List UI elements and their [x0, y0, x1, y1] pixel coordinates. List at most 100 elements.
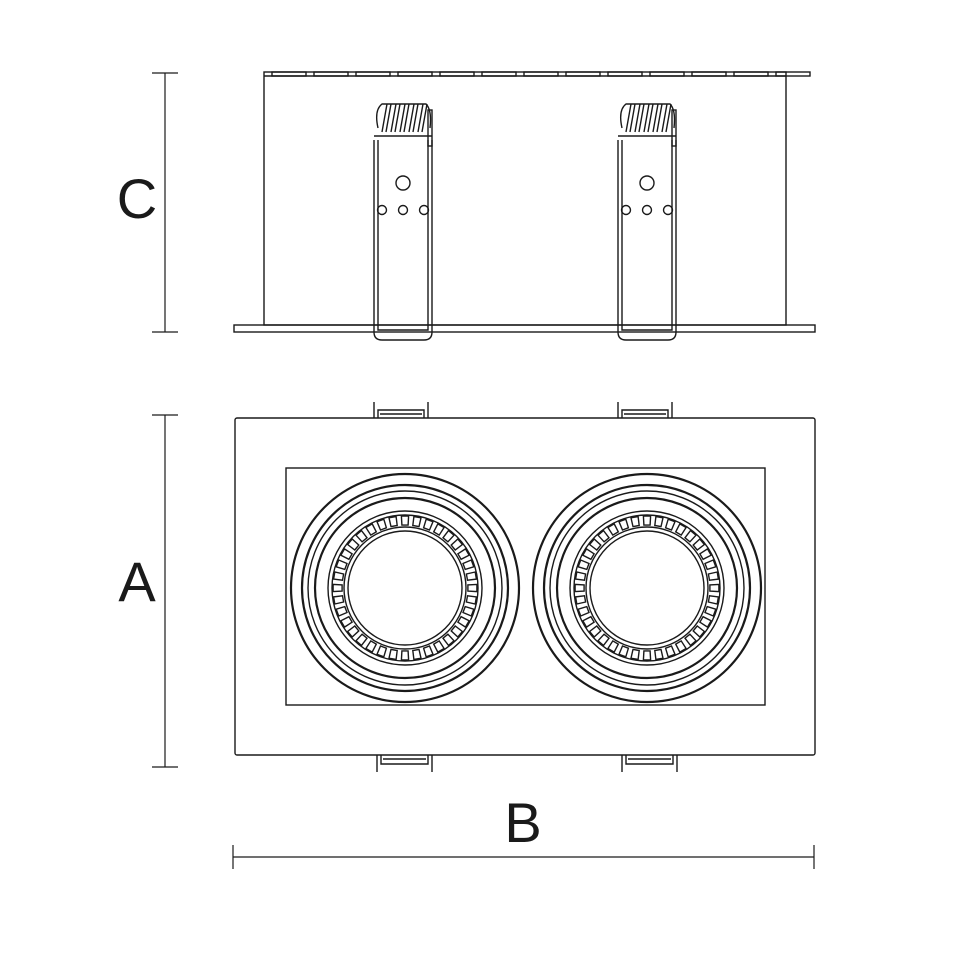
- heatsink-fin: [692, 537, 706, 551]
- top-seam: [313, 71, 349, 77]
- top-seam: [523, 71, 559, 77]
- heatsink-fin: [664, 645, 676, 658]
- ring: [300, 483, 510, 693]
- top-seam: [775, 71, 811, 77]
- heatsink-fin: [467, 583, 478, 593]
- heatsink-fin: [654, 648, 664, 661]
- heatsink-fin: [606, 522, 620, 537]
- heatsink-fin: [664, 518, 676, 531]
- rivet: [641, 204, 653, 216]
- spring-clip: [373, 402, 429, 418]
- ring: [569, 510, 725, 666]
- ring: [555, 496, 739, 680]
- heatsink-fin: [442, 633, 456, 647]
- heatsink-fin: [456, 547, 471, 561]
- top-seam: [649, 71, 685, 77]
- heatsink-fin: [707, 571, 720, 581]
- ring: [549, 490, 745, 686]
- screw-hole: [639, 175, 655, 191]
- ring: [313, 496, 497, 680]
- top-seam: [271, 71, 307, 77]
- rivet: [397, 204, 409, 216]
- top-seam: [607, 71, 643, 77]
- heatsink-fin: [388, 648, 398, 661]
- heatsink-fin: [618, 518, 630, 531]
- heatsink-fin: [642, 650, 652, 661]
- heatsink-fin: [450, 537, 464, 551]
- top-seam: [565, 71, 601, 77]
- heatsink-fin: [581, 615, 596, 629]
- heatsink-fin: [674, 522, 688, 537]
- heatsink-fin: [606, 639, 620, 654]
- ring: [343, 526, 467, 650]
- outer-frame: [234, 417, 816, 756]
- heatsink-fin: [400, 515, 410, 526]
- heatsink-fin: [618, 645, 630, 658]
- heatsink-fin: [574, 571, 587, 581]
- ring: [589, 530, 705, 646]
- ring: [307, 490, 503, 686]
- heatsink-fin: [462, 605, 475, 617]
- heatsink-fin: [442, 529, 456, 543]
- heatsink-fin: [596, 529, 610, 543]
- heatsink-fin: [574, 583, 585, 593]
- heatsink-fin: [332, 595, 345, 605]
- heatsink-fin: [674, 639, 688, 654]
- heatsink-fin: [630, 648, 640, 661]
- heatsink-fin: [577, 559, 590, 571]
- heatsink-fin: [376, 645, 388, 658]
- ring: [327, 510, 483, 666]
- heatsink-fin: [698, 615, 713, 629]
- heatsink-fin: [332, 571, 345, 581]
- ring: [347, 530, 463, 646]
- heatsink-fin: [704, 559, 717, 571]
- spotlight-ring: [289, 472, 521, 704]
- heatsink-fin: [346, 537, 360, 551]
- rivet: [376, 204, 388, 216]
- top-seam: [481, 71, 517, 77]
- top-seam: [439, 71, 475, 77]
- heatsink-fin: [654, 515, 664, 528]
- spring-clip: [621, 755, 678, 772]
- top-seam: [397, 71, 433, 77]
- inner-frame: [285, 467, 766, 706]
- heatsink-fin: [412, 515, 422, 528]
- heatsink-fin: [364, 522, 378, 537]
- rivet: [418, 204, 430, 216]
- dimension-b: B: [232, 791, 815, 869]
- ring: [585, 526, 709, 650]
- heatsink-fin: [364, 639, 378, 654]
- heatsink-fin: [376, 518, 388, 531]
- top-seam: [355, 71, 391, 77]
- heatsink-fin: [596, 633, 610, 647]
- dimension-label-a: A: [118, 550, 156, 613]
- ring: [573, 514, 721, 662]
- heatsink-fin: [456, 615, 471, 629]
- heatsink-fin: [335, 559, 348, 571]
- heatsink-fin: [465, 571, 478, 581]
- heatsink-fin: [709, 583, 720, 593]
- heatsink-fin: [630, 515, 640, 528]
- spring-bracket: [373, 103, 433, 341]
- housing-box: [263, 71, 787, 326]
- spotlight-ring: [531, 472, 763, 704]
- heatsink-fin: [462, 559, 475, 571]
- heatsink-fin: [698, 547, 713, 561]
- heatsink-fin: [707, 595, 720, 605]
- flange: [233, 324, 816, 333]
- ring: [331, 514, 479, 662]
- front-view: [234, 402, 816, 772]
- heatsink-fin: [465, 595, 478, 605]
- heatsink-fin: [346, 625, 360, 639]
- heatsink-fin: [588, 537, 602, 551]
- heatsink-fin: [574, 595, 587, 605]
- heatsink-fin: [335, 605, 348, 617]
- ring: [542, 483, 752, 693]
- heatsink-fin: [339, 615, 354, 629]
- heatsink-fin: [692, 625, 706, 639]
- heatsink-fin: [354, 529, 368, 543]
- dimension-c: C: [117, 72, 178, 333]
- heatsink-fin: [581, 547, 596, 561]
- heatsink-fin: [684, 633, 698, 647]
